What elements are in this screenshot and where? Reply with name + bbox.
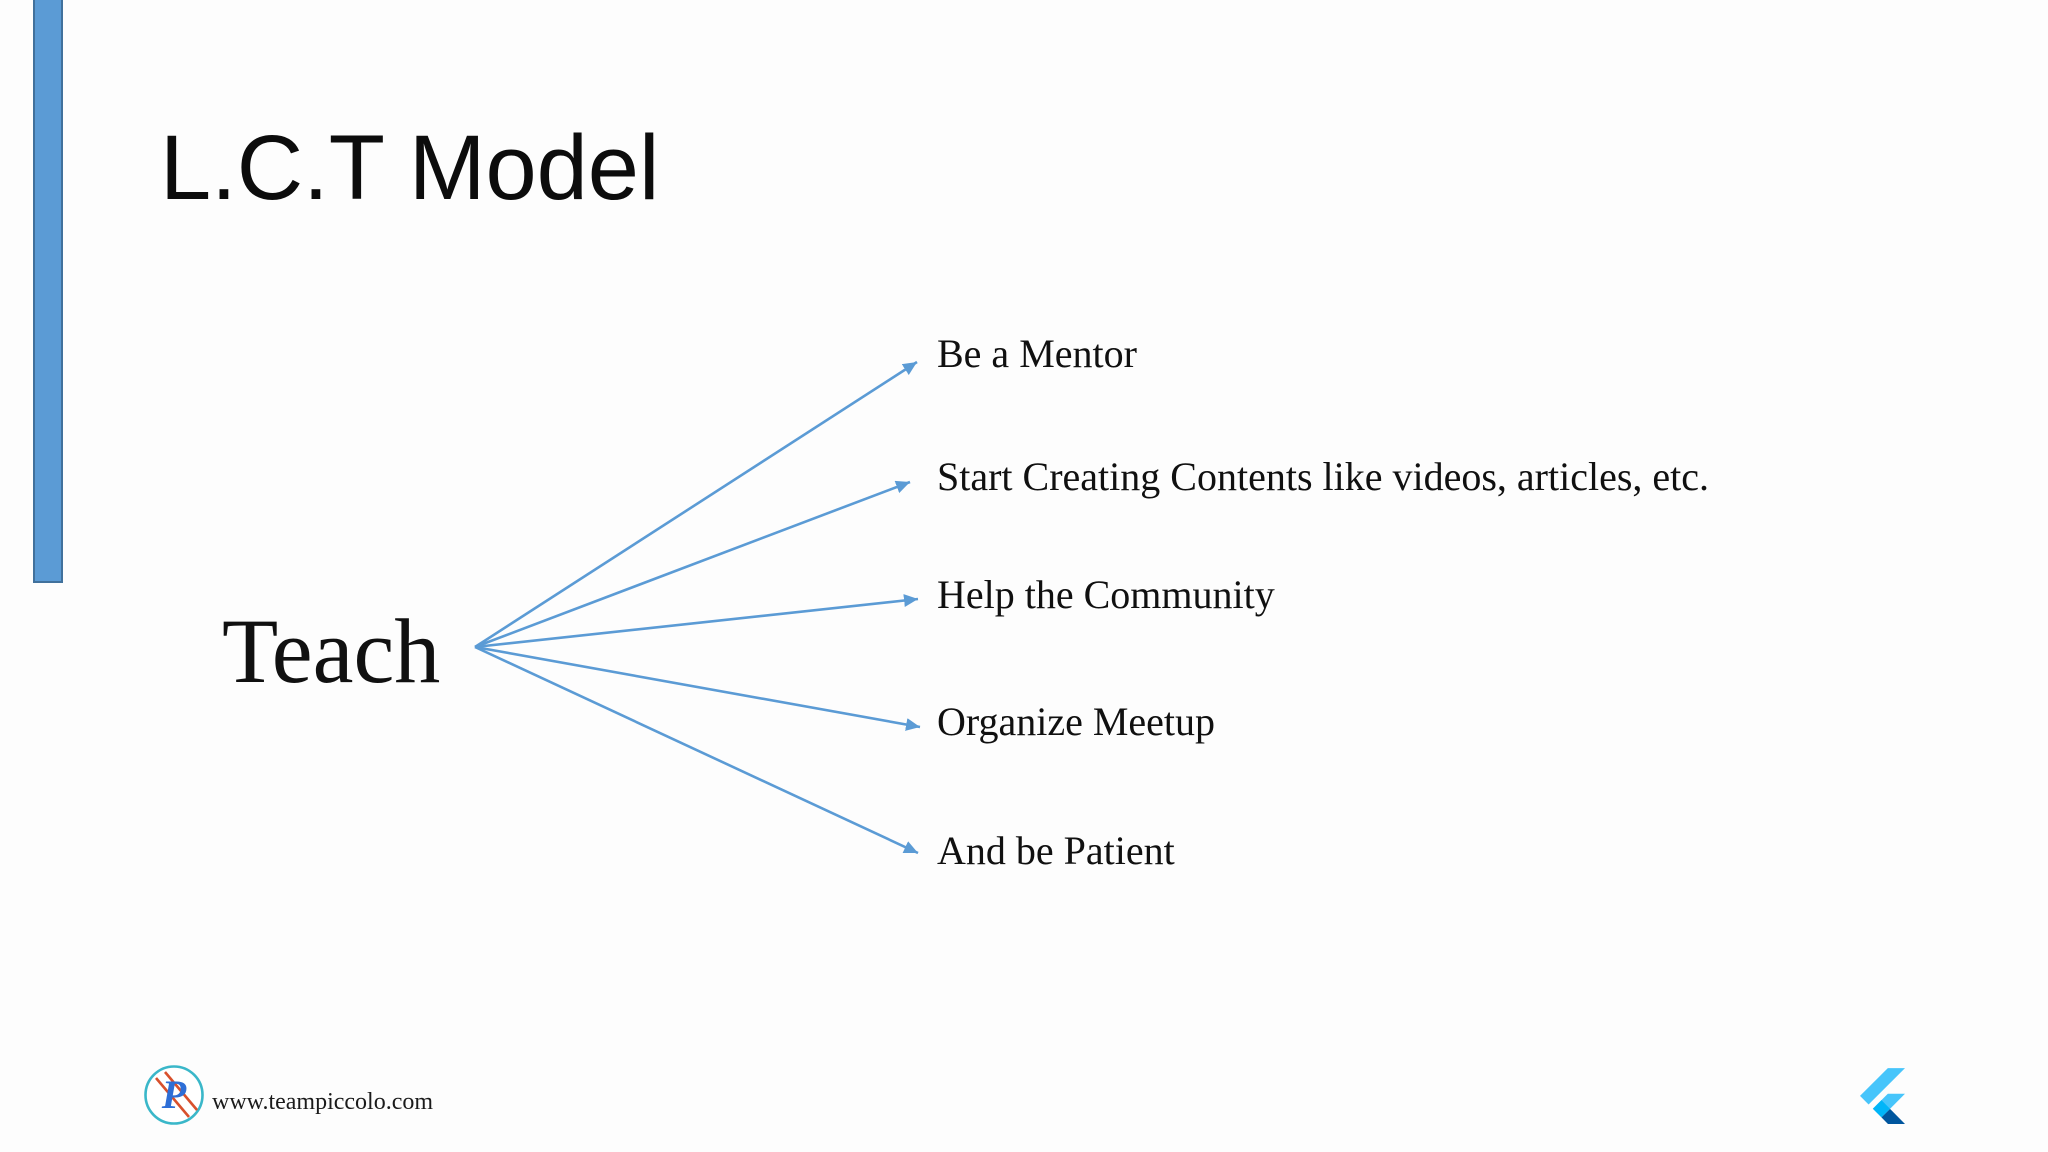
arrow-to-patient [474, 645, 919, 855]
arrow-to-mentor [474, 360, 918, 649]
diagram-node-community: Help the Community [937, 572, 1275, 617]
website-url: www.teampiccolo.com [212, 1089, 434, 1115]
arrow-to-meetup [474, 645, 921, 731]
diagram-node-contents: Start Creating Contents like videos, art… [937, 454, 1710, 499]
accent-bar [33, 0, 63, 583]
diagram-node-patient: And be Patient [937, 828, 1175, 873]
diagram-node-mentor: Be a Mentor [937, 331, 1137, 376]
piccolo-logo-icon: P [144, 1065, 204, 1125]
diagram-root-label: Teach [222, 600, 441, 702]
arrow-to-contents [474, 480, 911, 649]
slide-title: L.C.T Model [160, 117, 660, 219]
arrow-to-community [474, 594, 919, 649]
flutter-logo-icon [1860, 1068, 1905, 1124]
svg-text:P: P [161, 1072, 187, 1117]
diagram-node-meetup: Organize Meetup [937, 699, 1216, 744]
